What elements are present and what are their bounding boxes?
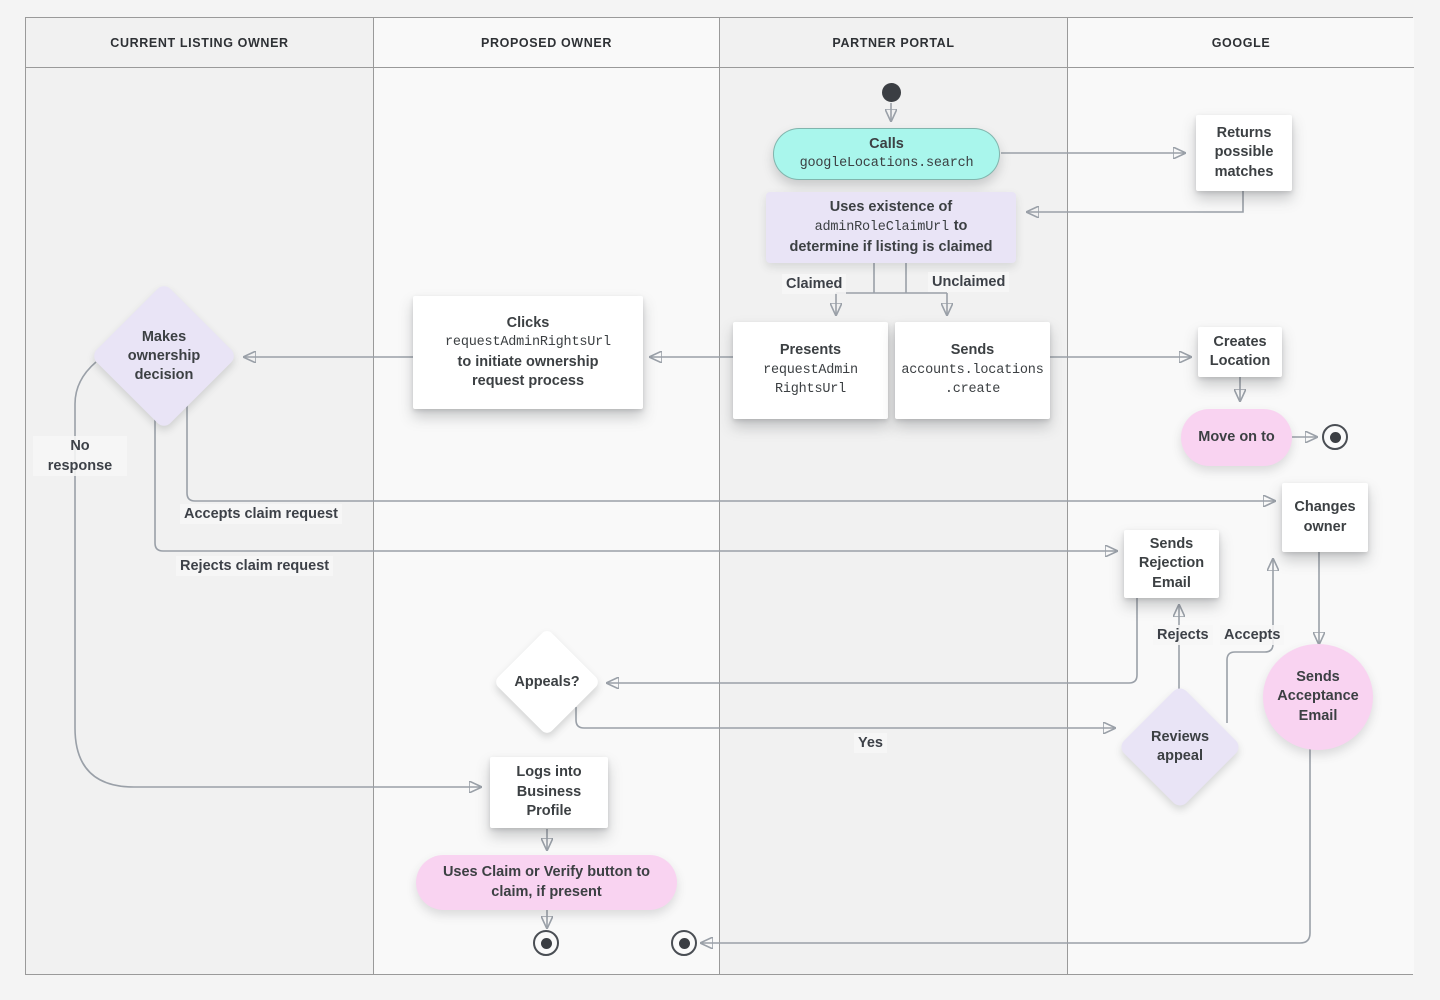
node-label: Changes owner [1294,499,1356,535]
node-sends-rejection-email: Sends Rejection Email [1124,530,1219,598]
node-creates-location: Creates Location [1198,327,1282,377]
node-code: adminRoleClaimUrl [814,220,950,236]
end-node-proposed-owner [533,930,559,956]
node-label: Uses Claim or Verify button to claim, if… [442,864,651,900]
edge-label-unclaimed: Unclaimed [928,272,1010,292]
node-code-line2: .create [944,382,1001,398]
node-move-on-to: Move on to [1181,409,1292,466]
decision-label: Reviews appeal [1150,729,1210,764]
end-node-google [1322,424,1348,450]
node-line4: request process [471,373,585,389]
edge-label-yes: Yes [854,733,887,753]
node-clicks-requestadminrightsurl: Clicks requestAdminRightsUrl to initiate… [413,296,643,409]
node-logs-into-business-profile: Logs into Business Profile [490,757,608,828]
end-node-partner-portal [671,930,697,956]
node-title: Sends [950,342,995,359]
lane-header-google: GOOGLE [1068,18,1414,68]
decision-label: Makes ownership decision [127,328,201,383]
node-title: Calls [869,135,904,152]
edge-label-accepts-claim-request: Accepts claim request [180,504,342,524]
node-label: Creates Location [1209,333,1271,370]
edge-label-rejects-claim-request: Rejects claim request [176,556,334,576]
node-returns-possible-matches: Returns possible matches [1196,115,1292,191]
decision-label: Appeals? [514,673,580,690]
node-line2-suffix: to [953,218,968,235]
end-node-dot [540,937,552,949]
edge-label-accepts: Accepts [1220,625,1285,645]
node-sends-acceptance-email: Sends Acceptance Email [1263,644,1373,750]
node-uses-claim-or-verify-button: Uses Claim or Verify button to claim, if… [416,855,677,910]
node-label: Sends Rejection Email [1138,535,1205,591]
start-node [882,83,901,102]
lane-current-listing-owner: CURRENT LISTING OWNER [26,18,374,974]
lane-header-proposed-owner: PROPOSED OWNER [374,18,719,68]
node-label: Sends Acceptance Email [1277,668,1359,724]
node-label: Returns possible matches [1214,124,1274,180]
node-label: Move on to [1198,428,1275,445]
node-line3: to initiate ownership [457,353,599,370]
node-code-line1: accounts.locations [901,362,1044,378]
edge-label-claimed: Claimed [782,274,847,294]
node-line3: determine if listing is claimed [789,238,993,255]
end-node-dot [1329,431,1341,443]
edge-label-rejects: Rejects [1153,625,1213,645]
node-line1: Uses existence of [829,198,953,215]
node-label: Logs into Business Profile [516,764,582,820]
node-title: Presents [779,342,842,359]
lane-header-partner-portal: PARTNER PORTAL [720,18,1067,68]
edge-label-no-response: No response [33,436,127,476]
node-changes-owner: Changes owner [1282,483,1368,552]
node-presents-requestadminrightsurl: Presents requestAdmin RightsUrl [733,322,888,419]
node-calls-googlelocations-search: Calls googleLocations.search [773,128,1000,180]
node-code-line2: RightsUrl [774,382,847,398]
lane-proposed-owner: PROPOSED OWNER [374,18,720,974]
node-code: requestAdminRightsUrl [445,335,611,350]
node-code: googleLocations.search [799,156,974,171]
end-node-dot [678,937,690,949]
lane-header-current-listing-owner: CURRENT LISTING OWNER [26,18,373,68]
node-sends-accounts-locations-create: Sends accounts.locations .create [895,322,1050,419]
node-title: Clicks [506,314,550,331]
node-code-line1: requestAdmin [763,362,858,378]
